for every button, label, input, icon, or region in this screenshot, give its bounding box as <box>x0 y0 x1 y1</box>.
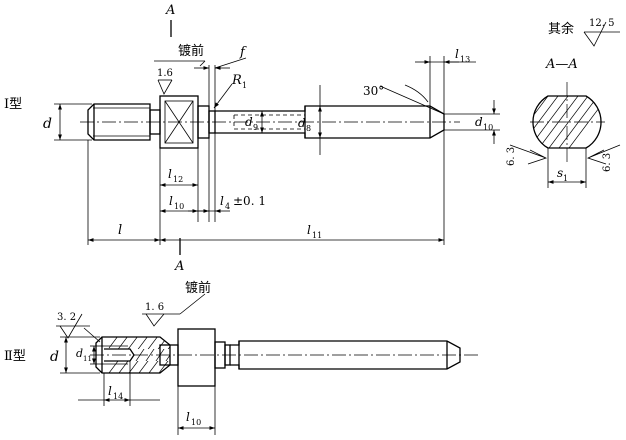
svg-text:8: 8 <box>306 124 311 133</box>
svg-text:d: d <box>475 115 483 129</box>
svg-text:Ⅱ型: Ⅱ型 <box>4 349 26 364</box>
svg-text:d: d <box>298 116 306 130</box>
svg-text:14: 14 <box>113 392 123 401</box>
dim-l4: l 4 ±0. 1 <box>188 194 266 213</box>
section-mark-top: A <box>165 3 175 37</box>
type1-hex-collar <box>159 95 216 149</box>
type1-label: Ⅰ型 <box>4 97 22 112</box>
svg-text:l: l <box>118 223 122 238</box>
svg-text:d: d <box>43 116 52 132</box>
svg-text:f: f <box>239 45 247 60</box>
svg-text:镀前: 镀前 <box>185 280 211 296</box>
svg-text:A: A <box>165 3 175 18</box>
svg-text:6. 3: 6. 3 <box>506 147 517 166</box>
svg-text:11: 11 <box>312 231 322 240</box>
type1-shaft <box>215 105 445 139</box>
plating-note-1: 镀前 1.6 <box>154 43 206 95</box>
dim-l12: l 12 <box>160 167 198 187</box>
dim-f-r1: f R 1 <box>194 45 247 111</box>
svg-text:6. 3: 6. 3 <box>602 153 613 172</box>
svg-text:d: d <box>50 349 59 365</box>
type2-plating-note: 镀前 1. 6 <box>142 280 211 327</box>
svg-text:s: s <box>557 166 563 180</box>
svg-text:10: 10 <box>191 418 201 427</box>
dim-l10: l 10 <box>160 194 209 213</box>
type2-dim-l10: l 10 <box>177 386 216 435</box>
type2-left-body <box>95 336 179 374</box>
dim-l: l <box>88 223 160 242</box>
dim-d10: d 10 <box>444 100 500 144</box>
type2-view: Ⅱ型 <box>4 280 480 435</box>
dim-l13: l 13 <box>415 47 476 114</box>
type2-dim-l14: l 14 <box>78 361 160 406</box>
type2-roughness-left: 3. 2 <box>56 312 101 343</box>
svg-text:d: d <box>76 347 83 360</box>
svg-text:30°: 30° <box>363 84 384 98</box>
dim-d8: d 8 <box>298 85 326 155</box>
svg-text:镀前: 镀前 <box>178 43 204 59</box>
svg-text:l: l <box>186 410 190 424</box>
svg-text:10: 10 <box>174 202 184 211</box>
svg-text:R: R <box>231 73 242 88</box>
svg-text:±0. 1: ±0. 1 <box>233 194 266 208</box>
svg-text:l: l <box>220 194 224 208</box>
svg-text:l: l <box>168 167 172 181</box>
svg-text:l: l <box>307 223 311 237</box>
type1-view: Ⅰ型 <box>4 3 500 274</box>
svg-text:11: 11 <box>83 355 92 363</box>
svg-text:10: 10 <box>483 123 493 132</box>
svg-text:l: l <box>169 194 173 208</box>
svg-text:4: 4 <box>225 202 230 211</box>
svg-text:3. 2: 3. 2 <box>57 312 76 323</box>
dim-d9: d 9 <box>245 111 264 133</box>
type2-collar <box>177 328 231 387</box>
svg-text:1: 1 <box>242 81 247 90</box>
svg-text:12: 12 <box>173 175 183 184</box>
type2-shaft <box>230 340 461 370</box>
svg-text:其余: 其余 <box>548 21 574 37</box>
type2-dim-d11: d 11 <box>76 345 104 365</box>
section-mark-bottom: A <box>174 238 184 274</box>
dim-angle-30: 30° <box>363 84 445 115</box>
dim-d: d <box>43 103 92 141</box>
svg-text:d: d <box>245 115 253 129</box>
svg-text:1: 1 <box>563 174 568 183</box>
svg-text:9: 9 <box>253 123 258 132</box>
svg-text:A: A <box>174 259 184 274</box>
type2-dim-d: d <box>50 336 100 374</box>
svg-text:12. 5: 12. 5 <box>589 18 614 29</box>
svg-text:l: l <box>455 47 459 61</box>
svg-text:1. 6: 1. 6 <box>145 302 164 313</box>
section-aa: 其余 12. 5 A—A 6. 3 6. 3 s 1 <box>506 18 621 188</box>
svg-text:1.6: 1.6 <box>157 68 173 79</box>
dim-l11: l 11 <box>160 223 444 242</box>
svg-text:13: 13 <box>460 55 470 64</box>
svg-text:l: l <box>108 384 112 398</box>
svg-text:A—A: A—A <box>545 57 578 72</box>
